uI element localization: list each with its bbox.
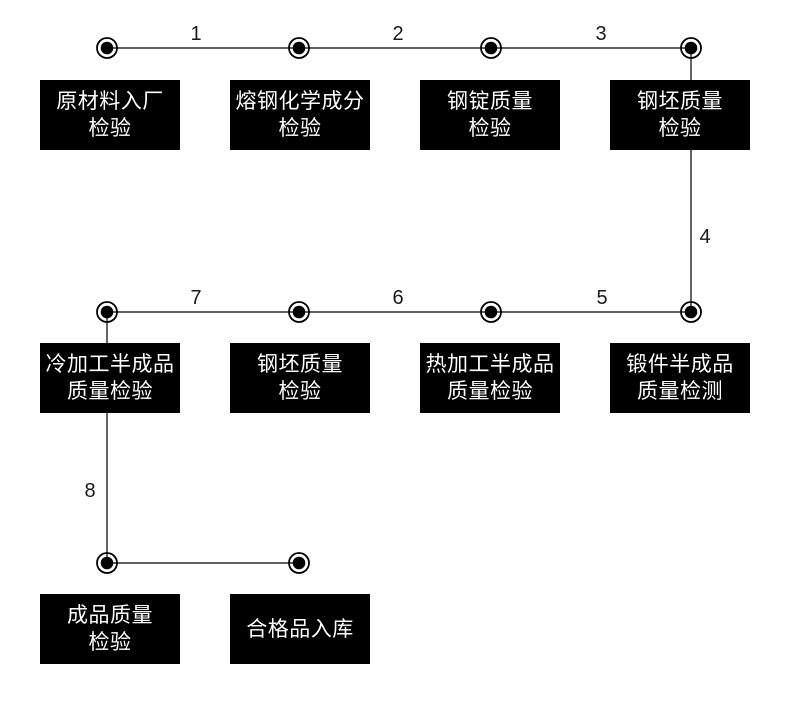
edge-label-4: 4 bbox=[699, 226, 711, 248]
node-label-line: 冷加工半成品 bbox=[45, 353, 175, 376]
node-label-line: 熔钢化学成分 bbox=[235, 90, 365, 113]
node-dot bbox=[484, 305, 498, 319]
node-raw-material-inspection: 原材料入厂 检验 bbox=[40, 80, 180, 150]
node-label-line: 原材料入厂 bbox=[56, 90, 164, 113]
node-label-line: 钢坯质量 bbox=[637, 90, 723, 113]
node-label-line: 锻件半成品 bbox=[626, 353, 734, 376]
node-label-line: 检验 bbox=[88, 117, 132, 140]
node-point bbox=[680, 37, 702, 59]
node-label-line: 成品质量 bbox=[67, 604, 153, 627]
node-dot bbox=[484, 41, 498, 55]
edge-label-7: 7 bbox=[190, 287, 202, 309]
node-dot bbox=[292, 556, 306, 570]
node-hot-worked-semifinished-inspection: 热加工半成品 质量检验 bbox=[420, 343, 560, 413]
node-points bbox=[96, 37, 702, 574]
node-point bbox=[96, 301, 118, 323]
node-label-line: 质量检验 bbox=[67, 380, 153, 403]
node-dot bbox=[100, 305, 114, 319]
node-point bbox=[480, 301, 502, 323]
edge-label-6: 6 bbox=[392, 287, 404, 309]
node-point bbox=[288, 37, 310, 59]
node-label-line: 钢锭质量 bbox=[447, 90, 533, 113]
node-finished-product-quality-inspection: 成品质量 检验 bbox=[40, 594, 180, 664]
edge-label-2: 2 bbox=[392, 23, 404, 45]
node-label-line: 检验 bbox=[88, 631, 132, 654]
node-label-line: 检验 bbox=[658, 117, 702, 140]
node-dot bbox=[292, 305, 306, 319]
node-label-line: 检验 bbox=[278, 117, 322, 140]
node-dot bbox=[684, 305, 698, 319]
node-label-line: 质量检测 bbox=[637, 380, 723, 403]
node-point bbox=[288, 552, 310, 574]
node-molten-steel-chemical-inspection: 熔钢化学成分 检验 bbox=[230, 80, 370, 150]
node-qualified-product-warehousing: 合格品入库 bbox=[230, 594, 370, 664]
node-point bbox=[480, 37, 502, 59]
edge-label-8: 8 bbox=[84, 480, 96, 502]
node-cold-worked-semifinished-inspection: 冷加工半成品 质量检验 bbox=[40, 343, 180, 413]
node-point bbox=[96, 552, 118, 574]
node-point bbox=[288, 301, 310, 323]
edge-label-5: 5 bbox=[596, 287, 608, 309]
node-forging-semifinished-inspection: 锻件半成品 质量检测 bbox=[610, 343, 750, 413]
node-label-line: 热加工半成品 bbox=[425, 353, 555, 376]
edge-label-3: 3 bbox=[595, 23, 607, 45]
node-label-line: 钢坯质量 bbox=[257, 353, 343, 376]
node-steel-ingot-quality-inspection: 钢锭质量 检验 bbox=[420, 80, 560, 150]
node-dot bbox=[100, 556, 114, 570]
node-label-line: 合格品入库 bbox=[246, 617, 354, 641]
node-point bbox=[680, 301, 702, 323]
node-point-dots bbox=[100, 41, 698, 570]
node-point bbox=[96, 37, 118, 59]
node-dot bbox=[292, 41, 306, 55]
node-steel-billet-quality-inspection: 钢坯质量 检验 bbox=[610, 80, 750, 150]
node-label-line: 检验 bbox=[278, 380, 322, 403]
node-label-line: 质量检验 bbox=[447, 380, 533, 403]
node-dot bbox=[100, 41, 114, 55]
edge-label-1: 1 bbox=[190, 23, 202, 45]
node-label-line: 检验 bbox=[468, 117, 512, 140]
node-dot bbox=[684, 41, 698, 55]
node-steel-billet-quality-inspection-2: 钢坯质量 检验 bbox=[230, 343, 370, 413]
